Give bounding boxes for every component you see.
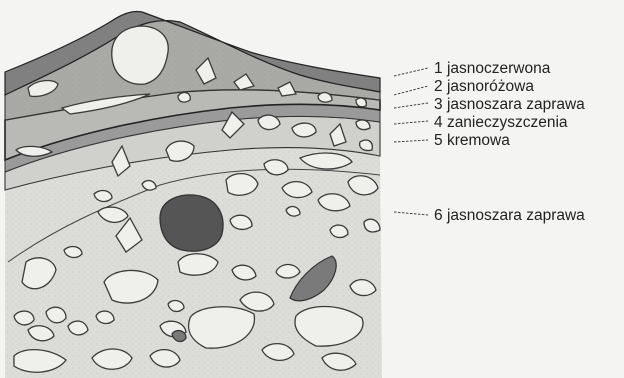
leader-line-4 [394, 121, 428, 124]
legend-label-3: 3 jasnoszara zaprawa [434, 96, 585, 113]
mortar-stone [96, 311, 114, 323]
legend-label-1: 1 jasnoczerwona [434, 60, 551, 77]
legend-label-5: 5 kremowa [434, 132, 510, 149]
mortar-stone [14, 311, 34, 325]
top-stone [318, 93, 332, 103]
mortar-stone [330, 225, 348, 237]
mortar-stone [68, 321, 88, 335]
leader-line-3 [394, 103, 428, 108]
top-stone [178, 93, 190, 103]
band-stone [258, 115, 280, 130]
band-stone [356, 98, 366, 107]
legend-label-6: 6 jasnoszara zaprawa [434, 207, 585, 224]
legend-label-4: 4 zanieczyszczenia [434, 114, 568, 131]
leader-line-6 [394, 212, 428, 215]
band-stone [356, 120, 370, 130]
mortar-stone [276, 265, 300, 279]
leader-line-5 [394, 140, 428, 142]
band-stone [292, 123, 316, 137]
large-dark-stone [160, 195, 223, 251]
band-stone [360, 140, 373, 150]
leader-line-2 [394, 86, 428, 95]
leader-line-1 [394, 68, 428, 76]
legend-label-2: 2 jasnoróżowa [434, 78, 534, 95]
